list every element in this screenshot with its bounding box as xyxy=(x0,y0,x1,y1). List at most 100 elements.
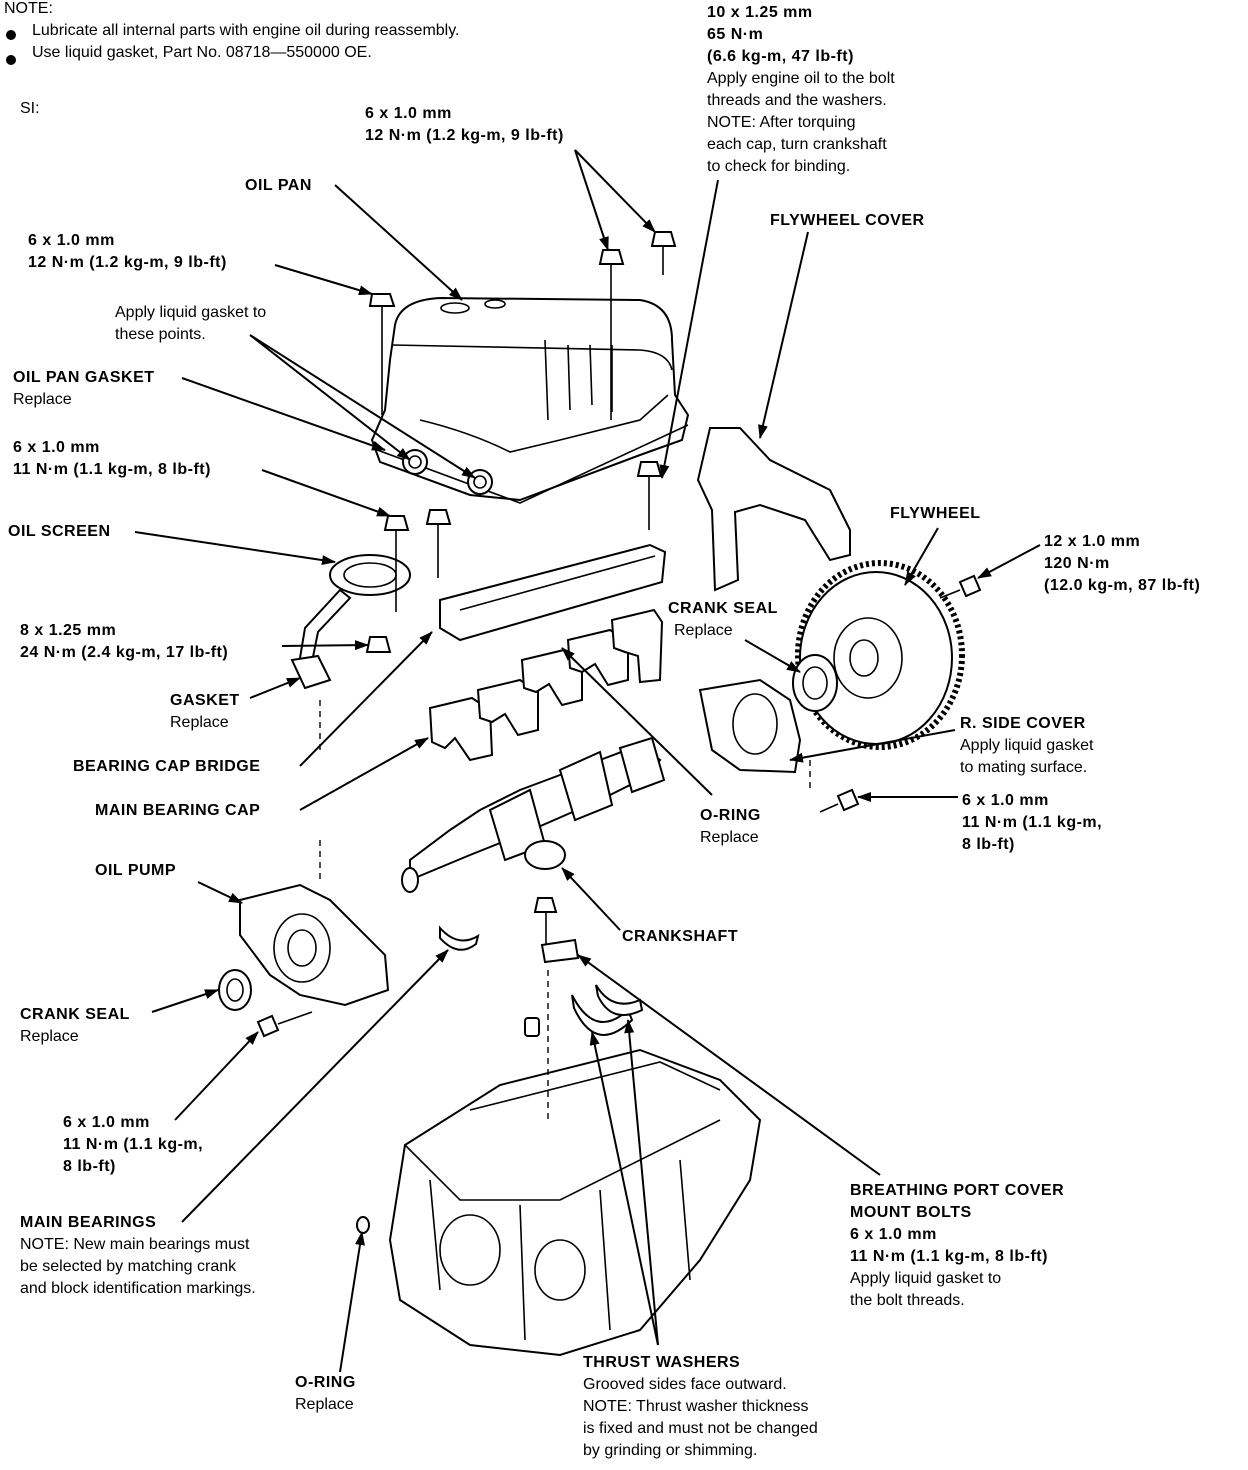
crank-seal-left-sub: Replace xyxy=(20,1028,79,1045)
gasket-title: GASKET xyxy=(170,692,240,709)
crank-seal-right-title: CRANK SEAL xyxy=(668,600,778,617)
main-bearings-note-2: be selected by matching crank xyxy=(20,1258,237,1275)
label-crank-seal-left: CRANK SEAL Replace xyxy=(20,1004,130,1048)
label-oil-screen: OIL SCREEN xyxy=(8,521,111,543)
label-oil-screen-nut: 8 x 1.25 mm 24 N·m (2.4 kg-m, 17 lb-ft) xyxy=(20,620,228,664)
thrust-washer-part xyxy=(595,984,644,1017)
oil-pump-part xyxy=(239,883,390,1007)
label-oil-pump: OIL PUMP xyxy=(95,860,176,882)
label-oil-pan-bolt-left: 6 x 1.0 mm 12 N·m (1.2 kg-m, 9 lb-ft) xyxy=(28,230,227,274)
label-bearing-cap-bridge: BEARING CAP BRIDGE xyxy=(73,756,260,778)
si-label: SI: xyxy=(20,100,40,117)
label-flywheel: FLYWHEEL xyxy=(890,503,981,525)
oil-pan-bolt-left-torque: 12 N·m (1.2 kg-m, 9 lb-ft) xyxy=(28,254,227,271)
thrust-washers-title: THRUST WASHERS xyxy=(583,1354,741,1371)
crank-seal-right-sub: Replace xyxy=(674,622,733,639)
engine-block-part xyxy=(388,1048,762,1357)
r-side-cover-note-1: Apply liquid gasket xyxy=(960,737,1094,754)
main-cap-bolt-note-2: threads and the washers. xyxy=(707,92,887,109)
flywheel-bolt-torque-alt: (12.0 kg-m, 87 lb-ft) xyxy=(1044,577,1201,594)
oil-pan-gasket-title: OIL PAN GASKET xyxy=(13,369,155,386)
main-cap-bolt-torque: 65 N·m xyxy=(707,26,764,43)
thrust-washers-note-4: by grinding or shimming. xyxy=(583,1442,758,1459)
label-flywheel-cover: FLYWHEEL COVER xyxy=(770,210,925,232)
note-bullet-1: Lubricate all internal parts with engine… xyxy=(32,22,460,39)
flywheel-bolt-icon xyxy=(939,574,982,599)
oil-screen-part xyxy=(290,554,411,690)
main-bearings-note-3: and block identification markings. xyxy=(20,1280,256,1297)
oil-pan-title: OIL PAN xyxy=(245,177,312,194)
flywheel-cover-part xyxy=(696,427,851,592)
thrust-washers-note-1: Grooved sides face outward. xyxy=(583,1376,787,1393)
label-main-bearing-cap: MAIN BEARING CAP xyxy=(95,800,260,822)
o-ring-bottom-title: O-RING xyxy=(295,1374,356,1391)
main-cap-bolt-note-4: each cap, turn crankshaft xyxy=(707,136,887,153)
breathing-port-size: 6 x 1.0 mm xyxy=(850,1226,937,1243)
o-ring-mid-title: O-RING xyxy=(700,807,761,824)
label-liquid-gasket-points: Apply liquid gasket to these points. xyxy=(115,302,266,346)
flywheel-cover-title: FLYWHEEL COVER xyxy=(770,212,925,229)
oil-screen-nut-size: 8 x 1.25 mm xyxy=(20,622,117,639)
r-side-cover-part xyxy=(698,678,802,774)
oil-screen-bolt-torque: 11 N·m (1.1 kg-m, 8 lb-ft) xyxy=(13,461,211,478)
label-crankshaft: CRANKSHAFT xyxy=(622,926,738,948)
r-side-cover-title: R. SIDE COVER xyxy=(960,715,1086,732)
breathing-port-title-1: BREATHING PORT COVER xyxy=(850,1182,1065,1199)
liquid-gasket-points-line-2: these points. xyxy=(115,326,206,343)
side-cover-bolt-icon xyxy=(819,788,860,813)
o-ring-bottom-sub: Replace xyxy=(295,1396,354,1413)
main-cap-bolt-note-3: NOTE: After torquing xyxy=(707,114,856,131)
liquid-gasket-points-line-1: Apply liquid gasket to xyxy=(115,304,267,321)
oil-pump-bolt-torque: 11 N·m (1.1 kg-m, xyxy=(63,1136,204,1153)
bullet-dot xyxy=(6,30,16,40)
bullet-dot xyxy=(6,55,16,65)
breathing-port-title-2: MOUNT BOLTS xyxy=(850,1204,972,1221)
side-cover-bolt-torque: 11 N·m (1.1 kg-m, xyxy=(962,814,1103,831)
oil-screen-title: OIL SCREEN xyxy=(8,523,111,540)
label-main-bearings: MAIN BEARINGS NOTE: New main bearings mu… xyxy=(20,1212,256,1300)
label-side-cover-bolt: 6 x 1.0 mm 11 N·m (1.1 kg-m, 8 lb-ft) xyxy=(962,790,1102,856)
oil-pump-bolt-size: 6 x 1.0 mm xyxy=(63,1114,150,1131)
oil-screen-bolt-icon xyxy=(365,515,410,653)
o-ring-bottom-part xyxy=(356,1216,370,1234)
label-crank-seal-right: CRANK SEAL Replace xyxy=(668,598,778,642)
breathing-port-torque: 11 N·m (1.1 kg-m, 8 lb-ft) xyxy=(850,1248,1048,1265)
crank-seal-left-part xyxy=(218,969,252,1011)
oil-pump-title: OIL PUMP xyxy=(95,862,177,879)
flywheel-title: FLYWHEEL xyxy=(890,505,981,522)
main-cap-bolt-note-5: to check for binding. xyxy=(707,158,851,175)
main-cap-bolt-torque-alt: (6.6 kg-m, 47 lb-ft) xyxy=(707,48,854,65)
label-gasket: GASKET Replace xyxy=(170,690,240,734)
label-oil-pan: OIL PAN xyxy=(245,175,312,197)
label-oil-pan-gasket: OIL PAN GASKET Replace xyxy=(13,367,155,411)
label-oil-screen-bolt: 6 x 1.0 mm 11 N·m (1.1 kg-m, 8 lb-ft) xyxy=(13,437,211,481)
flywheel-bolt-torque: 120 N·m xyxy=(1044,555,1110,572)
main-bearing-caps-part xyxy=(428,608,664,762)
leader-lines xyxy=(134,149,1041,1373)
main-bearing-shell-part xyxy=(439,925,480,951)
side-cover-bolt-size: 6 x 1.0 mm xyxy=(962,792,1049,809)
oil-pan-bolt-top-size: 6 x 1.0 mm xyxy=(365,105,452,122)
o-ring-mid-sub: Replace xyxy=(700,829,759,846)
main-bearing-cap-title: MAIN BEARING CAP xyxy=(95,802,261,819)
main-bearings-title: MAIN BEARINGS xyxy=(20,1214,157,1231)
breathing-port-note-1: Apply liquid gasket to xyxy=(850,1270,1002,1287)
thrust-washers-note-3: is fixed and must not be changed xyxy=(583,1420,818,1437)
crank-seal-left-title: CRANK SEAL xyxy=(20,1006,130,1023)
oil-pan-bolt-top-torque: 12 N·m (1.2 kg-m, 9 lb-ft) xyxy=(365,127,564,144)
label-flywheel-bolt: 12 x 1.0 mm 120 N·m (12.0 kg-m, 87 lb-ft… xyxy=(1044,531,1200,597)
flywheel-bolt-size: 12 x 1.0 mm xyxy=(1044,533,1141,550)
oil-pump-bolt-torque-alt: 8 lb-ft) xyxy=(63,1158,116,1175)
oil-pan-gasket-sub: Replace xyxy=(13,391,72,408)
note-bullet-2: Use liquid gasket, Part No. 08718—550000… xyxy=(32,44,372,61)
thrust-washers-note-2: NOTE: Thrust washer thickness xyxy=(583,1398,809,1415)
crankshaft-part xyxy=(401,736,666,893)
gasket-sub: Replace xyxy=(170,714,229,731)
oil-pan-bolt-left-size: 6 x 1.0 mm xyxy=(28,232,115,249)
label-main-cap-bolt: 10 x 1.25 mm 65 N·m (6.6 kg-m, 47 lb-ft)… xyxy=(707,2,895,178)
label-breathing-port: BREATHING PORT COVER MOUNT BOLTS 6 x 1.0… xyxy=(850,1180,1064,1312)
main-bearings-note-1: NOTE: New main bearings must xyxy=(20,1236,250,1253)
bearing-cap-bridge-title: BEARING CAP BRIDGE xyxy=(73,758,261,775)
flywheel-part xyxy=(795,560,965,750)
